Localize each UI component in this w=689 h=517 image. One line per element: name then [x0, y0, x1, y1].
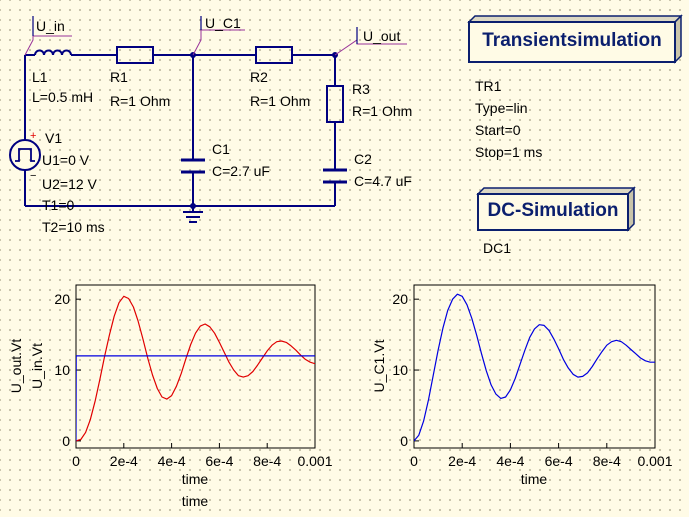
- x-tick-label: 2e-4: [110, 453, 138, 469]
- dc-simulation-title: DC-Simulation: [488, 200, 619, 221]
- chart-1-xlabel-time-blue: time: [182, 471, 209, 487]
- v1-plus-sign: +: [30, 130, 36, 142]
- chart-2-ticks: 0 2e-4 4e-4 6e-4 8e-4 0.001 0 10 20: [392, 291, 672, 469]
- resistor-r2-symbol[interactable]: [255, 46, 293, 64]
- capacitor-c2-symbol[interactable]: [323, 168, 347, 184]
- x-tick-label: 4e-4: [158, 453, 186, 469]
- x-tick-label: 8e-4: [253, 453, 281, 469]
- source-v1-name: V1: [45, 130, 62, 146]
- dc-simulation-block[interactable]: DC-Simulation: [476, 186, 636, 232]
- chart-1-ylabel-u-out: U_out.Vt: [8, 339, 24, 394]
- x-tick-label: 8e-4: [593, 453, 621, 469]
- source-v1-u2: U2=12 V: [42, 176, 98, 192]
- node-label-u-out: U_out: [363, 28, 400, 44]
- source-v1-t2: T2=10 ms: [42, 219, 105, 235]
- transient-type: Type=lin: [475, 100, 528, 116]
- source-v1-u1: U1=0 V: [42, 152, 90, 168]
- chart-1[interactable]: 0 2e-4 4e-4 6e-4 8e-4 0.001 0 10 20 U_out.Vt U_i…: [8, 284, 333, 509]
- y-tick-label: 10: [392, 362, 408, 378]
- x-tick-label: 0: [72, 453, 80, 469]
- chart-2-frame: [413, 284, 656, 449]
- transient-simulation-title: Transientsimulation: [482, 30, 661, 51]
- inductor-l1-name: L1: [32, 69, 48, 85]
- x-tick-label: 2e-4: [448, 453, 476, 469]
- x-tick-label: 4e-4: [496, 453, 524, 469]
- resistor-r2-value: R=1 Ohm: [250, 93, 310, 109]
- resistor-r3-value: R=1 Ohm: [352, 103, 412, 119]
- y-tick-label: 20: [54, 291, 70, 307]
- resistor-r1-name: R1: [110, 69, 128, 85]
- capacitor-c2-value: C=4.7 uF: [354, 173, 412, 189]
- resistor-r2-name: R2: [250, 69, 268, 85]
- inductor-l1-value: L=0.5 mH: [32, 89, 93, 105]
- transient-start: Start=0: [475, 122, 521, 138]
- node-label-leaders: [24, 29, 407, 56]
- resistor-r1-value: R=1 Ohm: [110, 93, 170, 109]
- transient-simulation-block[interactable]: Transientsimulation: [467, 14, 683, 64]
- x-tick-label: 0.001: [297, 453, 332, 469]
- series-line-u-out-vt: [76, 295, 315, 442]
- chart-1-ticks: 0 2e-4 4e-4 6e-4 8e-4 0.001 0 10 20: [54, 291, 332, 469]
- node-label-u-c1: U_C1: [205, 15, 241, 31]
- resistor-r3-name: R3: [352, 81, 370, 97]
- node-label-u-in: U_in: [36, 18, 65, 34]
- chart-2-series: [414, 293, 655, 442]
- inductor-l1-symbol[interactable]: [34, 49, 72, 56]
- y-tick-label: 20: [392, 291, 408, 307]
- v1-minus-sign: −: [30, 170, 36, 182]
- x-tick-label: 6e-4: [205, 453, 233, 469]
- series-line-u-in-vt: [76, 355, 315, 441]
- resistor-r1-symbol[interactable]: [116, 46, 154, 64]
- ground-icon: [183, 211, 203, 223]
- pulse-source-v1-symbol[interactable]: [9, 139, 41, 171]
- capacitor-c1-symbol[interactable]: [181, 158, 205, 174]
- y-tick-label: 0: [62, 433, 70, 449]
- chart-1-series: [76, 295, 315, 442]
- x-tick-label: 0: [410, 453, 418, 469]
- wire-label-stubs: [32, 16, 358, 44]
- chart-2-xlabel-time: time: [521, 471, 548, 487]
- junction-dot: [190, 203, 196, 209]
- chart-2-ylabel-u-c1: U_C1.Vt: [371, 339, 387, 392]
- chart-2[interactable]: 0 2e-4 4e-4 6e-4 8e-4 0.001 0 10 20 U_C1.Vt time: [371, 284, 673, 487]
- capacitor-c1-value: C=2.7 uF: [212, 163, 270, 179]
- chart-1-frame: [75, 284, 316, 449]
- y-tick-label: 10: [54, 362, 70, 378]
- x-tick-label: 6e-4: [545, 453, 573, 469]
- chart-1-xlabel-time-red: time: [182, 493, 209, 509]
- source-v1-t1: T1=0: [42, 197, 75, 213]
- transient-name: TR1: [475, 78, 502, 94]
- y-tick-label: 0: [400, 433, 408, 449]
- dc-name: DC1: [483, 240, 511, 256]
- chart-1-ylabel-u-in: U_in.Vt: [29, 343, 45, 389]
- capacitor-c1-name: C1: [212, 141, 230, 157]
- resistor-r3-symbol[interactable]: [326, 85, 344, 123]
- transient-stop: Stop=1 ms: [475, 144, 542, 160]
- x-tick-label: 0.001: [637, 453, 672, 469]
- capacitor-c2-name: C2: [354, 151, 372, 167]
- series-line-u-c1-vt: [414, 293, 655, 442]
